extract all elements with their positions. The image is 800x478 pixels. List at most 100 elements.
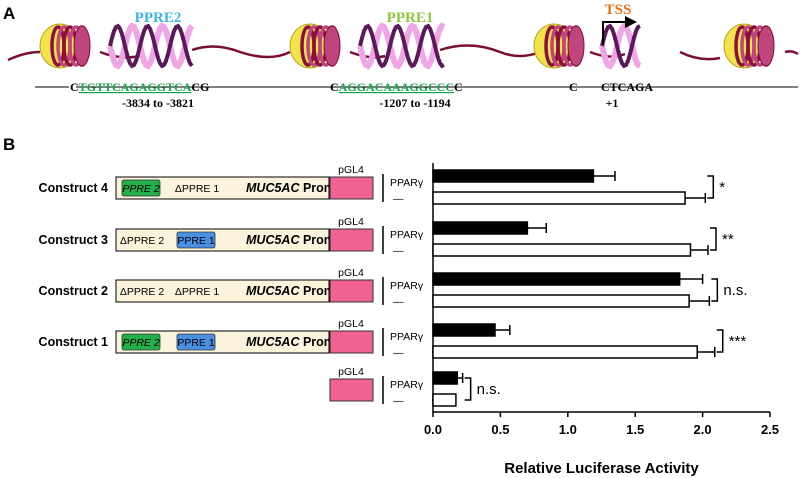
panel-a: A PPRE2 PPRE1 TSS CTGTTCAGAGGTCACG -3834… bbox=[3, 2, 799, 110]
ppre2-seq-right: CG bbox=[191, 80, 209, 94]
ppre-box-label: PPRE 1 bbox=[177, 337, 215, 349]
ppre2-seq: CTGTTCAGAGGTCACG bbox=[70, 80, 209, 94]
helix-group bbox=[107, 22, 642, 70]
bar-pparg bbox=[432, 323, 496, 337]
pgl4-label: pGL4 bbox=[338, 318, 364, 330]
x-tick-label: 2.5 bbox=[761, 422, 779, 437]
treatment-label: PPARγ bbox=[390, 177, 424, 189]
nucleosome-icon bbox=[723, 23, 775, 69]
bar-control bbox=[432, 393, 457, 407]
construct-label: Construct 1 bbox=[39, 335, 109, 349]
pgl4-vector bbox=[329, 279, 374, 303]
bar-control bbox=[432, 345, 698, 359]
tss-seq-left: C bbox=[569, 80, 578, 94]
bar-control bbox=[432, 294, 690, 308]
x-tick-label: 2.0 bbox=[694, 422, 712, 437]
dna-helix bbox=[107, 22, 195, 70]
x-tick-label: 0.0 bbox=[424, 422, 442, 437]
tss-position: +1 bbox=[606, 96, 619, 110]
treatment-label: PPARγ bbox=[390, 331, 424, 343]
pgl4-vector bbox=[329, 378, 374, 402]
control-label: — bbox=[393, 296, 404, 308]
significance-label: n.s. bbox=[723, 282, 747, 299]
promoter-region bbox=[115, 228, 330, 252]
tss-arrow bbox=[602, 21, 630, 45]
treatment-label: PPARγ bbox=[390, 229, 424, 241]
promoter-region bbox=[115, 176, 330, 200]
nucleosome-icon bbox=[39, 23, 91, 69]
x-tick-label: 1.5 bbox=[626, 422, 644, 437]
bar-pparg bbox=[432, 221, 529, 235]
bar-control bbox=[432, 191, 686, 205]
significance-bracket bbox=[709, 227, 717, 251]
ppre2-title: PPRE2 bbox=[135, 10, 182, 26]
control-label: — bbox=[393, 347, 404, 359]
ppre-box-label: PPRE 2 bbox=[122, 337, 160, 349]
ppre1-seq-motif: AGGACAAAGGCCC bbox=[339, 80, 454, 94]
ppre2-seq-motif: TGTTCAGAGGTCA bbox=[79, 80, 192, 94]
significance-label: n.s. bbox=[477, 381, 501, 398]
deleted-ppre-label: ΔPPRE 1 bbox=[175, 286, 220, 298]
ppre2-seq-left: C bbox=[70, 80, 79, 94]
nucleosome-icon bbox=[289, 23, 341, 69]
pgl4-label: pGL4 bbox=[338, 267, 364, 279]
control-label: — bbox=[393, 245, 404, 257]
deleted-ppre-label: ΔPPRE 2 bbox=[120, 235, 165, 247]
ppre1-seq-right: C bbox=[454, 80, 463, 94]
deleted-ppre-label: ΔPPRE 1 bbox=[175, 183, 220, 195]
pgl4-label: pGL4 bbox=[338, 164, 364, 176]
significance-label: ** bbox=[722, 231, 734, 248]
bar-pparg bbox=[432, 169, 595, 183]
significance-bracket bbox=[716, 329, 724, 353]
construct-label: Construct 3 bbox=[39, 233, 109, 247]
ppre-box-label: PPRE 1 bbox=[177, 235, 215, 247]
bar-pparg bbox=[432, 272, 681, 286]
ppre1-position: -1207 to -1194 bbox=[379, 96, 450, 110]
dna-helix bbox=[357, 22, 446, 70]
treatment-label: PPARγ bbox=[390, 280, 424, 292]
treatment-label: PPARγ bbox=[390, 379, 424, 391]
significance-label: * bbox=[719, 179, 725, 196]
tss-seq-right: CTCAGA bbox=[601, 80, 653, 94]
ppre-box-label: PPRE 2 bbox=[122, 183, 160, 195]
deleted-ppre-label: ΔPPRE 2 bbox=[120, 286, 165, 298]
control-label: — bbox=[393, 395, 404, 407]
significance-bracket bbox=[464, 377, 472, 401]
pgl4-vector bbox=[329, 228, 374, 252]
pgl4-label: pGL4 bbox=[338, 366, 364, 378]
pgl4-label: pGL4 bbox=[338, 216, 364, 228]
panel-b-label: B bbox=[3, 135, 15, 154]
nucleosome-group bbox=[39, 23, 775, 69]
tss-arrowhead bbox=[625, 16, 637, 28]
pgl4-vector bbox=[329, 176, 374, 200]
ppre1-title: PPRE1 bbox=[387, 10, 434, 26]
promoter-region bbox=[115, 330, 330, 354]
construct-label: Construct 2 bbox=[39, 284, 109, 298]
ppre-box bbox=[176, 231, 216, 249]
panel-a-label: A bbox=[3, 4, 15, 23]
nucleosome-icon bbox=[533, 23, 585, 69]
dna-helix bbox=[599, 22, 642, 70]
construct-label: Construct 4 bbox=[39, 181, 109, 195]
tss-label: TSS bbox=[605, 2, 632, 18]
ppre1-seq-left: C bbox=[330, 80, 339, 94]
ppre-box bbox=[121, 179, 161, 197]
significance-bracket bbox=[707, 175, 715, 199]
x-tick-label: 1.0 bbox=[559, 422, 577, 437]
x-tick-label: 0.5 bbox=[491, 422, 509, 437]
significance-bracket bbox=[711, 278, 719, 302]
significance-label: *** bbox=[729, 333, 747, 350]
control-label: — bbox=[393, 193, 404, 205]
pgl4-vector bbox=[329, 330, 374, 354]
ppre-box bbox=[121, 333, 161, 351]
bar-control bbox=[432, 243, 692, 257]
